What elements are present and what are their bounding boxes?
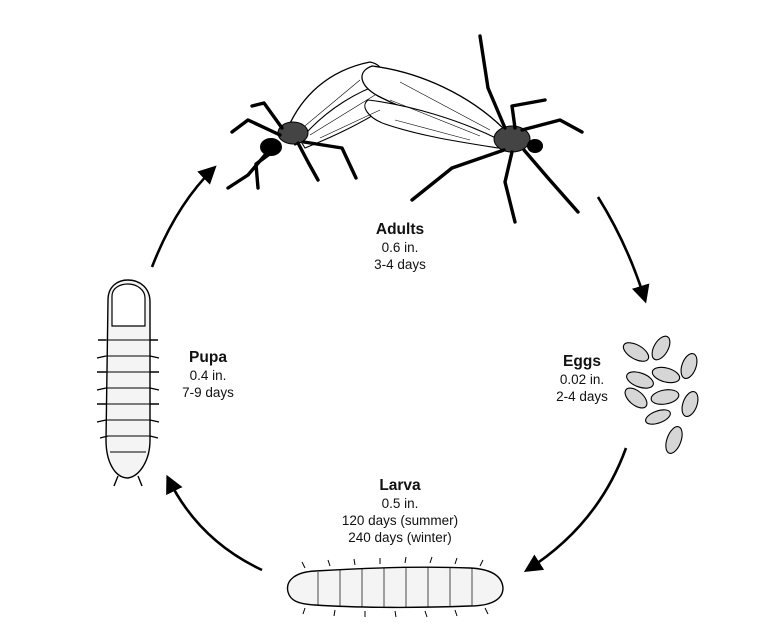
- adults-stage-name: Adults: [375, 221, 425, 238]
- adults-duration: 3-4 days: [374, 257, 426, 272]
- larva-size: 0.5 in.: [381, 496, 419, 511]
- pupa-size: 0.4 in.: [189, 368, 227, 383]
- eggs-illustration: [622, 335, 699, 454]
- larva-label: Larva 0.5 in. 120 days (summer) 240 days…: [300, 476, 500, 546]
- eggs-stage-name: Eggs: [563, 353, 601, 370]
- eggs-size: 0.02 in.: [559, 372, 605, 387]
- arrow-adults-to-eggs: [596, 196, 650, 304]
- eggs-duration: 2-4 days: [556, 389, 608, 404]
- larva-stage-name: Larva: [379, 477, 421, 494]
- arrow-larva-to-pupa: [166, 474, 263, 572]
- pupa-label: Pupa 0.4 in. 7-9 days: [158, 348, 258, 401]
- eggs-label: Eggs 0.02 in. 2-4 days: [532, 352, 632, 405]
- larva-illustration: [286, 556, 504, 618]
- arrow-pupa-to-adults: [150, 165, 217, 268]
- larva-duration-summer: 120 days (summer): [341, 513, 459, 528]
- adults-size: 0.6 in.: [381, 240, 419, 255]
- arrow-eggs-to-larva: [523, 447, 628, 572]
- pupa-duration: 7-9 days: [182, 385, 234, 400]
- pupa-stage-name: Pupa: [189, 349, 227, 366]
- pupa-illustration: [96, 279, 160, 487]
- larva-duration-winter: 240 days (winter): [348, 530, 452, 545]
- adults-label: Adults 0.6 in. 3-4 days: [330, 220, 470, 273]
- adult-flies-illustration: [226, 34, 584, 224]
